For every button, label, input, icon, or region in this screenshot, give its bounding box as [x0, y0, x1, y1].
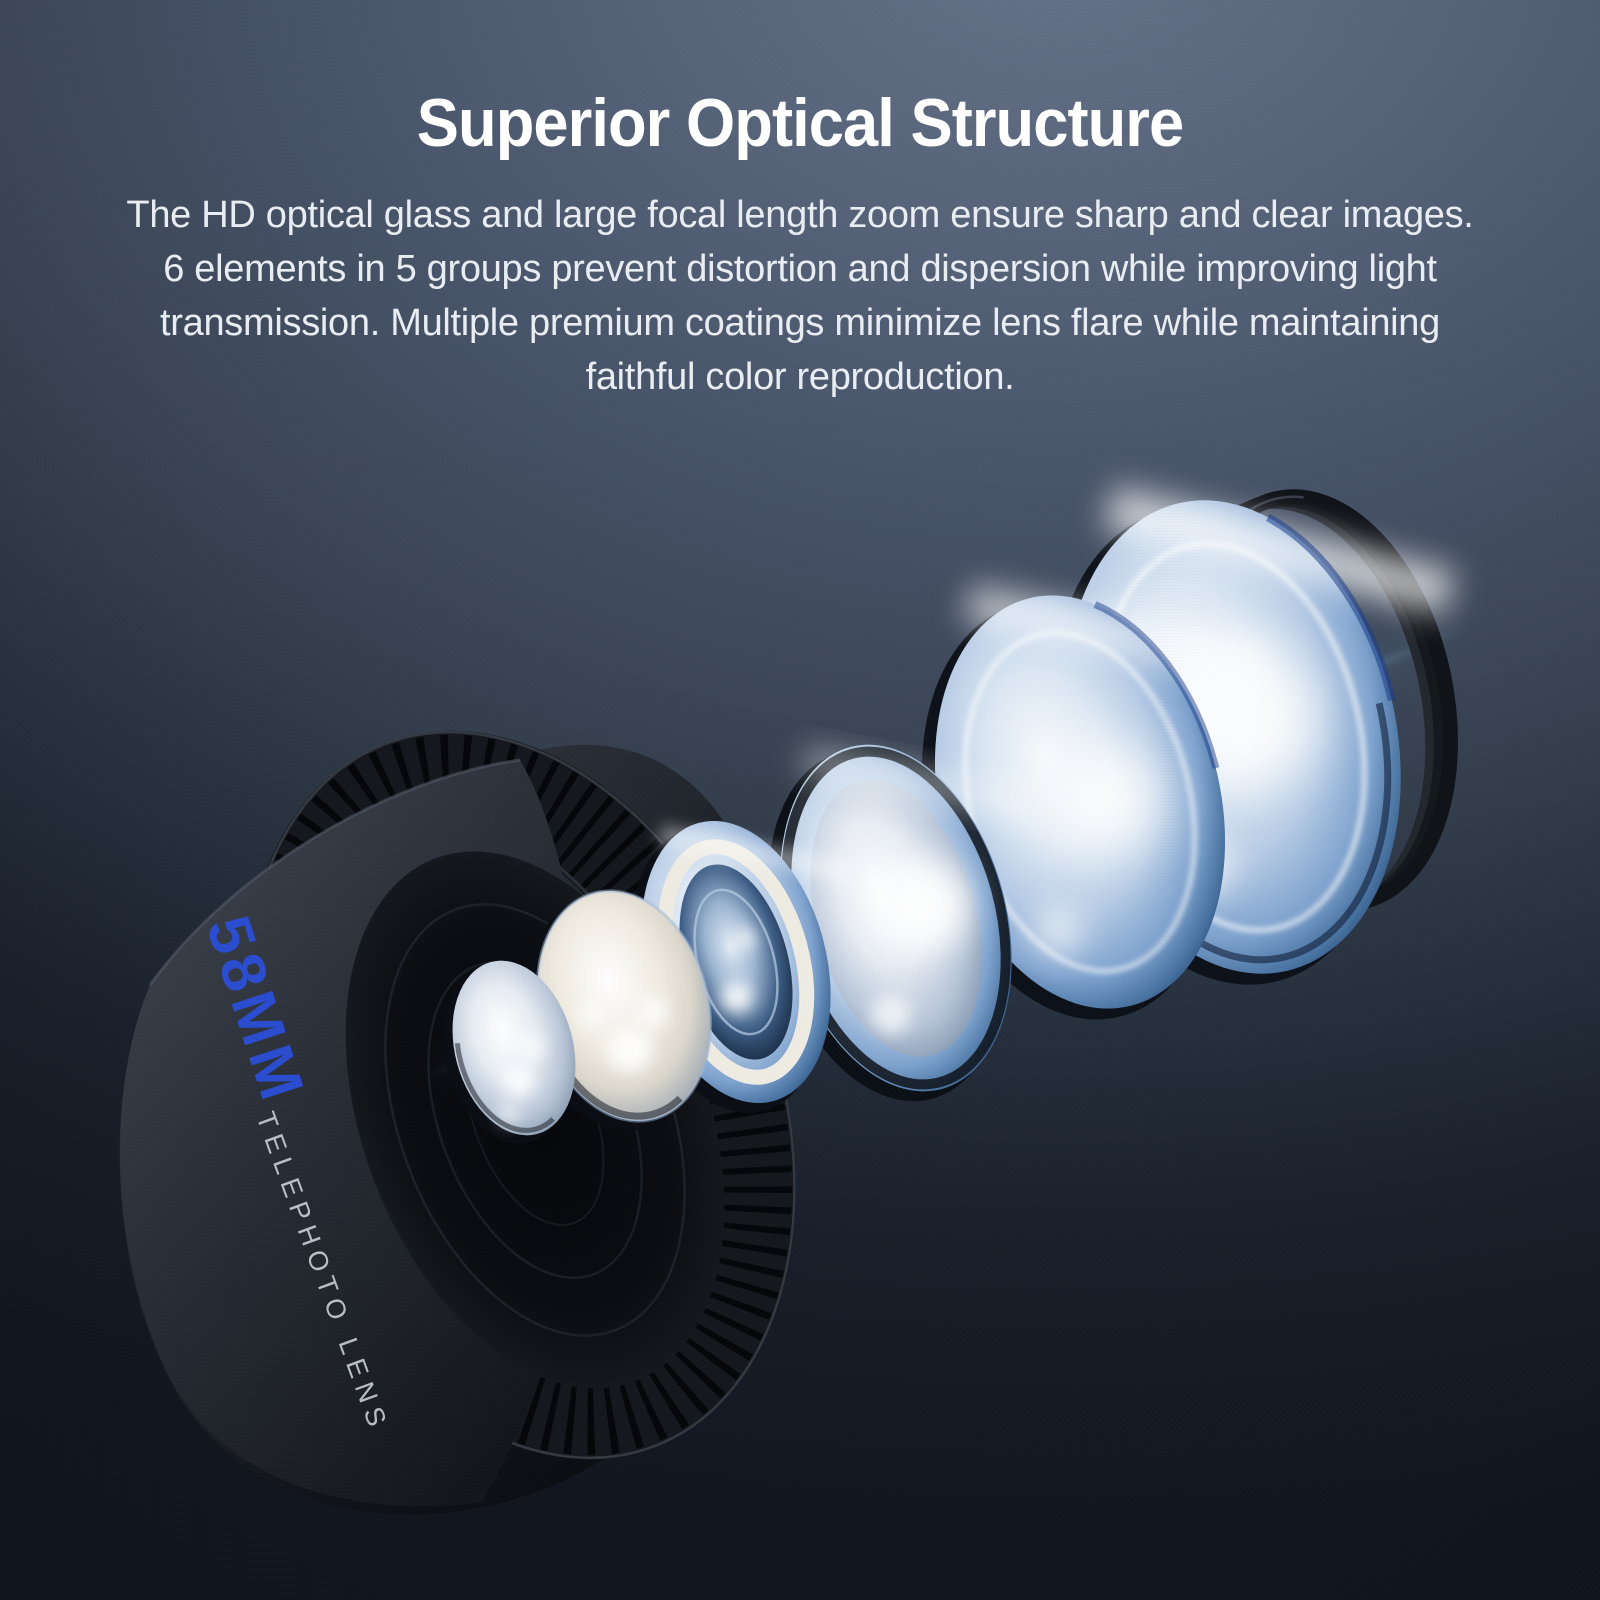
light-beam-flares [444, 688, 1460, 1050]
description-line: faithful color reproduction. [585, 356, 1015, 398]
section-title: Superior Optical Structure [416, 85, 1184, 161]
section-description: The HD optical glass and large focal len… [60, 188, 1540, 404]
description-line: 6 elements in 5 groups prevent distortio… [163, 248, 1437, 290]
description-line: transmission. Multiple premium coatings … [160, 302, 1440, 344]
barrel-edge-highlight [148, 758, 521, 986]
description-line: The HD optical glass and large focal len… [126, 194, 1474, 236]
section-header: Superior Optical Structure The HD optica… [0, 0, 1600, 404]
